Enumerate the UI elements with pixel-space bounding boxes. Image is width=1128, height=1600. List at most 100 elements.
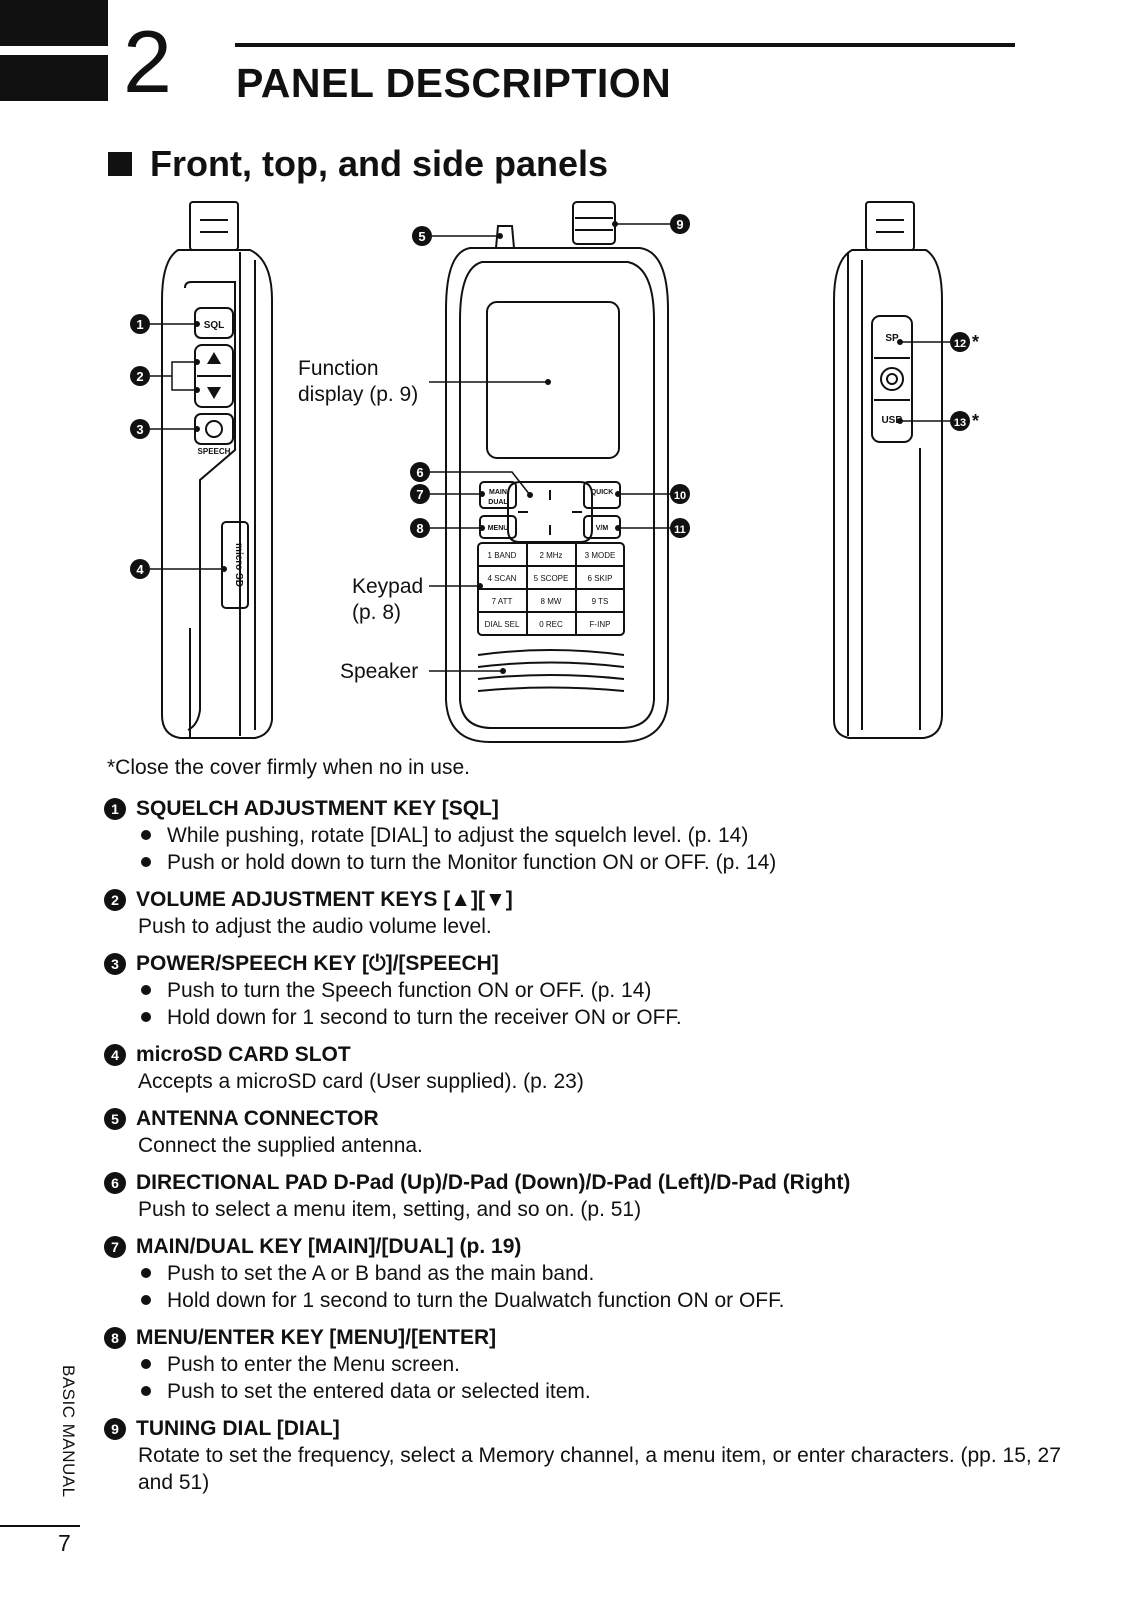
bullet-text: Hold down for 1 second to turn the Dualw… <box>167 1289 785 1312</box>
bullet-icon <box>141 857 151 867</box>
item-number-badge: 8 <box>104 1326 126 1349</box>
list-item: 1 SQUELCH ADJUSTMENT KEY [SQL] While push… <box>104 795 1064 876</box>
dual-key-label: DUAL <box>488 499 508 506</box>
keypad-label: (p. 8) <box>352 601 401 624</box>
keypad-key: 1 BAND <box>488 551 517 560</box>
chapter-title: PANEL DESCRIPTION <box>236 60 672 106</box>
item-text: Connect the supplied antenna. <box>138 1134 423 1157</box>
usb-port-label: USB <box>881 415 902 426</box>
bullet-icon <box>141 1268 151 1278</box>
item-number-badge: 1 <box>104 797 126 820</box>
callout-1: 1 <box>136 317 143 332</box>
item-number-badge: 4 <box>104 1043 126 1066</box>
function-display-label: display (p. 9) <box>298 383 418 406</box>
callout-4: 4 <box>136 562 144 577</box>
list-item: 8 MENU/ENTER KEY [MENU]/[ENTER] Push to e… <box>104 1324 1064 1405</box>
item-number-badge: 7 <box>104 1235 126 1258</box>
callout-11: 11 <box>674 524 686 536</box>
bullet-text: Push or hold down to turn the Monitor fu… <box>167 851 777 874</box>
item-number-badge: 2 <box>104 888 126 911</box>
chapter-tab-bar <box>0 0 108 46</box>
item-title: MENU/ENTER KEY [MENU]/[ENTER] <box>136 1325 497 1349</box>
item-title: microSD CARD SLOT <box>136 1042 351 1066</box>
bullet-icon <box>141 830 151 840</box>
callout-7: 7 <box>416 487 423 502</box>
chapter-tab-bar <box>0 55 108 101</box>
keypad-key: 0 REC <box>539 620 563 629</box>
vm-key-label: V/M <box>596 525 609 532</box>
callout-2: 2 <box>136 369 143 384</box>
menu-key-label: MENU <box>488 525 509 532</box>
item-number-badge: 6 <box>104 1171 126 1194</box>
list-item: 6 DIRECTIONAL PAD D-Pad (Up)/D-Pad (Down)… <box>104 1169 1064 1223</box>
bullet-icon <box>141 1012 151 1022</box>
list-item: 5 ANTENNA CONNECTOR Connect the supplied … <box>104 1105 1064 1159</box>
callout-13: 13 <box>954 417 966 429</box>
callout-12: 12 <box>954 338 966 350</box>
bullet-text: While pushing, rotate [DIAL] to adjust t… <box>167 824 749 847</box>
bullet-text: Push to enter the Menu screen. <box>167 1353 461 1376</box>
bullet-icon <box>141 985 151 995</box>
keypad-key: 5 SCOPE <box>534 574 569 583</box>
panel-figure: SQL SPEECH SP USB MAIN DUAL MENU QUICK V… <box>130 201 979 743</box>
bullet-text: Push to set the A or B band as the main … <box>167 1262 595 1285</box>
list-item: 4 microSD CARD SLOT Accepts a microSD car… <box>104 1041 1064 1095</box>
keypad-key: 7 ATT <box>492 597 513 606</box>
sql-key-label: SQL <box>204 320 225 331</box>
section-heading: Front, top, and side panels <box>108 143 608 185</box>
page-rule <box>0 1525 80 1527</box>
keypad-key: DIAL SEL <box>485 620 520 629</box>
keypad-key: 9 TS <box>592 597 609 606</box>
quick-key-label: QUICK <box>591 489 614 496</box>
main-key-label: MAIN <box>489 489 507 496</box>
item-text: Push to select a menu item, setting, and… <box>138 1198 642 1221</box>
item-title: MAIN/DUAL KEY [MAIN]/[DUAL] (p. 19) <box>136 1234 522 1258</box>
side-label: BASIC MANUAL <box>59 1365 78 1498</box>
keypad-key: F-INP <box>590 620 611 629</box>
item-number-badge: 9 <box>104 1417 126 1440</box>
callout-9: 9 <box>676 217 683 232</box>
page-number: 7 <box>58 1530 71 1556</box>
section-title: Front, top, and side panels <box>150 143 609 184</box>
chapter-number: 2 <box>123 12 172 111</box>
section-square-icon <box>108 152 132 176</box>
list-item: 9 TUNING DIAL [DIAL] Rotate to set the fr… <box>104 1415 1064 1496</box>
item-title: VOLUME ADJUSTMENT KEYS [▲][▼] <box>136 887 513 911</box>
item-text: Rotate to set the frequency, select a Me… <box>138 1444 1061 1494</box>
bullet-text: Push to turn the Speech function ON or O… <box>167 979 652 1002</box>
microsd-slot-label: micro SD <box>233 543 244 587</box>
function-display-label: Function <box>298 357 379 380</box>
callout-10: 10 <box>674 490 686 502</box>
keypad-key: 4 SCAN <box>488 574 517 583</box>
bullet-text: Push to set the entered data or selected… <box>167 1380 591 1403</box>
keypad-key: 8 MW <box>541 597 562 606</box>
bullet-text: Hold down for 1 second to turn the recei… <box>167 1006 682 1029</box>
front-view <box>445 201 669 743</box>
callout-3: 3 <box>136 422 143 437</box>
keypad-label: Keypad <box>352 575 423 598</box>
list-item: 3 POWER/SPEECH KEY [⏻]/[SPEECH] Push to t… <box>104 950 1064 1031</box>
item-title: DIRECTIONAL PAD D-Pad (Up)/D-Pad (Down)/… <box>136 1170 851 1194</box>
callout-5: 5 <box>418 229 425 244</box>
item-number-badge: 3 <box>104 952 126 975</box>
footnote: *Close the cover firmly when no in use. <box>107 756 470 779</box>
callout-6: 6 <box>416 465 423 480</box>
item-title: TUNING DIAL [DIAL] <box>136 1416 340 1440</box>
item-text: Push to adjust the audio volume level. <box>138 915 492 938</box>
keypad-key: 3 MODE <box>585 551 616 560</box>
callout-12-asterisk: * <box>972 332 979 352</box>
sp-jack-label: SP <box>885 333 899 344</box>
item-title: SQUELCH ADJUSTMENT KEY [SQL] <box>136 796 499 820</box>
item-text: Accepts a microSD card (User supplied). … <box>138 1070 584 1093</box>
item-number-badge: 5 <box>104 1107 126 1130</box>
item-title: ANTENNA CONNECTOR <box>136 1106 379 1130</box>
right-side-view <box>833 201 943 739</box>
list-item: 2 VOLUME ADJUSTMENT KEYS [▲][▼] Push to a… <box>104 886 1064 940</box>
item-list: 1 SQUELCH ADJUSTMENT KEY [SQL] While push… <box>104 795 1064 1506</box>
item-title: POWER/SPEECH KEY [⏻]/[SPEECH] <box>136 951 499 975</box>
callout-13-asterisk: * <box>972 411 979 431</box>
bullet-icon <box>141 1386 151 1396</box>
left-side-view <box>161 201 273 739</box>
keypad-key: 6 SKIP <box>588 574 613 583</box>
speech-key-label: SPEECH <box>198 447 231 456</box>
